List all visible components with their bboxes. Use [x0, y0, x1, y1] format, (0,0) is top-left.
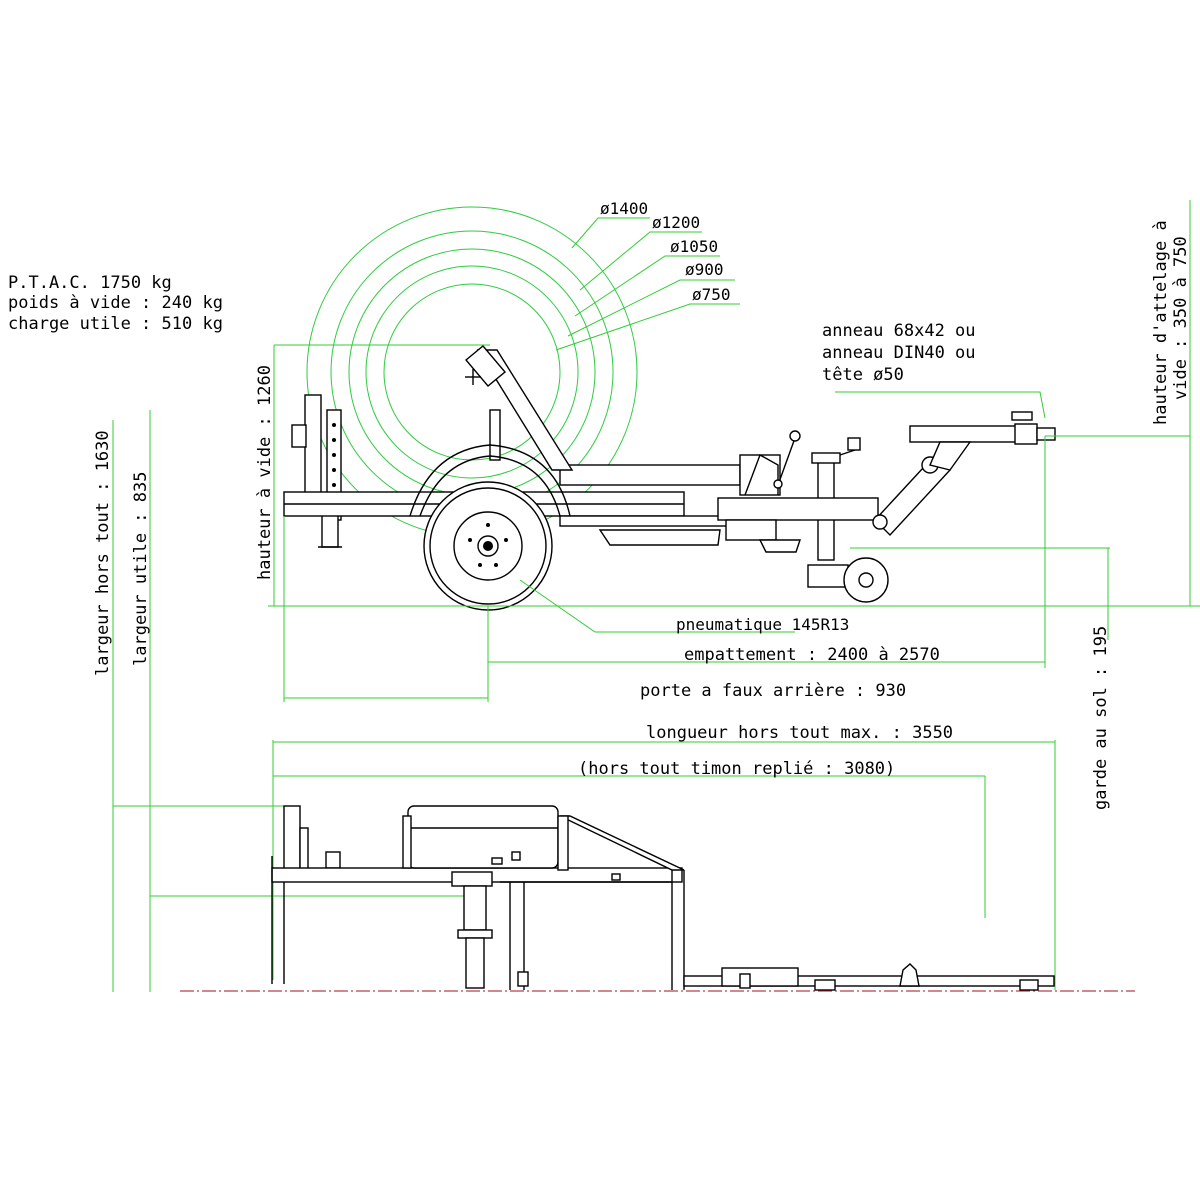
top-view	[271, 805, 1055, 991]
dim-overall-length: longueur hors tout max. : 3550	[646, 723, 953, 743]
top-center-post	[463, 885, 487, 931]
winch-body	[739, 454, 781, 496]
spec-empty-weight: poids à vide : 240 kg	[8, 293, 223, 313]
hitch-option-2: anneau DIN40 ou	[822, 343, 976, 363]
dim-overall-width: largeur hors tout : 1630	[93, 430, 113, 676]
top-diagonal-strut	[559, 815, 685, 871]
top-hitch-bump	[899, 963, 920, 987]
dim-ground-clearance: garde au sol : 195	[1091, 626, 1111, 810]
drawbar-base	[717, 497, 879, 521]
hitch-option-1: anneau 68x42 ou	[822, 321, 976, 341]
diameter-label-1200: ø1200	[652, 213, 700, 232]
diameter-label-1400: ø1400	[600, 199, 648, 218]
upper-beam	[559, 464, 741, 486]
reel-housing	[407, 805, 559, 869]
dim-wheelbase: empattement : 2400 à 2570	[684, 645, 940, 665]
hitch-head	[909, 425, 1021, 443]
side-dimension-lines	[268, 200, 1200, 702]
spec-block: P.T.A.C. 1750 kg poids à vide : 240 kg c…	[8, 273, 223, 334]
diameter-label-1050: ø1050	[670, 237, 718, 256]
diameter-labels: ø1400 ø1200 ø1050 ø900 ø750	[600, 199, 731, 304]
hitch-option-3: tête ø50	[822, 365, 904, 385]
dim-hitch-height-2: vide : 350 à 750	[1171, 236, 1191, 400]
spec-ptac: P.T.A.C. 1750 kg	[8, 273, 172, 293]
side-view	[283, 345, 1056, 611]
diameter-label-750: ø750	[692, 285, 731, 304]
mudguard	[409, 444, 571, 517]
dim-hitch-height-1: hauteur d'attelage à	[1151, 220, 1171, 425]
dim-folded-length: (hors tout timon replié : 3080)	[578, 759, 895, 779]
spec-payload: charge utile : 510 kg	[8, 314, 223, 334]
dimension-labels: pneumatique 145R13 empattement : 2400 à …	[93, 220, 1191, 810]
top-drawbar	[683, 975, 1055, 987]
rear-support-leg	[321, 514, 339, 548]
dim-tire: pneumatique 145R13	[676, 615, 849, 634]
dim-rear-overhang: porte a faux arrière : 930	[640, 681, 906, 701]
dim-empty-height: hauteur à vide : 1260	[255, 365, 275, 580]
length-dimension-lines	[112, 410, 1109, 992]
diameter-label-900: ø900	[685, 260, 724, 279]
diameter-leaders	[555, 217, 740, 351]
top-rear-post	[283, 805, 301, 879]
reel-circle-900	[365, 265, 579, 479]
dim-usable-width: largeur utile : 835	[131, 472, 151, 666]
hitch-options: anneau 68x42 ou anneau DIN40 ou tête ø50	[822, 321, 976, 385]
reel-arm	[476, 349, 574, 471]
